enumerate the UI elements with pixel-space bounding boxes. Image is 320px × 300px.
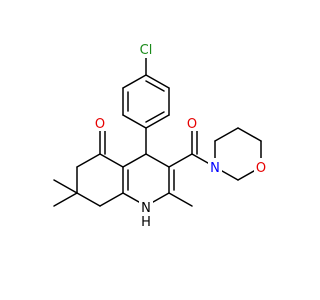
bond: [122, 114, 147, 129]
bond: [53, 179, 78, 194]
bond-inner: [145, 111, 165, 123]
atom-nh-hydrogen: H: [141, 215, 151, 230]
atom-morpholine-nitrogen: N: [208, 158, 222, 176]
atom-ketone-oxygen: O: [93, 115, 107, 132]
atom-label: H: [141, 215, 151, 230]
bond: [145, 114, 170, 129]
bond: [99, 192, 124, 207]
bond: [99, 153, 124, 168]
atom-morpholine-oxygen: O: [254, 158, 268, 176]
atom-label: O: [256, 161, 266, 176]
atom-label: O: [187, 117, 197, 132]
bond: [145, 153, 170, 168]
bond: [122, 153, 147, 168]
bond: [76, 192, 101, 207]
atom-label: N: [210, 161, 220, 176]
bond-inner: [145, 80, 165, 92]
atom-label: N: [141, 201, 151, 216]
bond: [168, 153, 193, 168]
atom-chlorine: Cl: [136, 40, 156, 58]
bond: [237, 127, 262, 142]
atom-ring-nitrogen: N: [139, 200, 153, 216]
bond: [214, 127, 239, 142]
atom-amide-oxygen: O: [185, 115, 199, 132]
bond: [168, 192, 193, 207]
bond: [145, 74, 170, 89]
bond: [53, 192, 78, 207]
bond: [122, 74, 147, 89]
structure-svg: Cl O O N O N H: [53, 40, 268, 230]
atom-label: Cl: [140, 43, 153, 58]
molecule-diagram: Cl O O N O N H: [53, 40, 268, 230]
bond: [76, 153, 101, 168]
atom-label: O: [95, 117, 105, 132]
